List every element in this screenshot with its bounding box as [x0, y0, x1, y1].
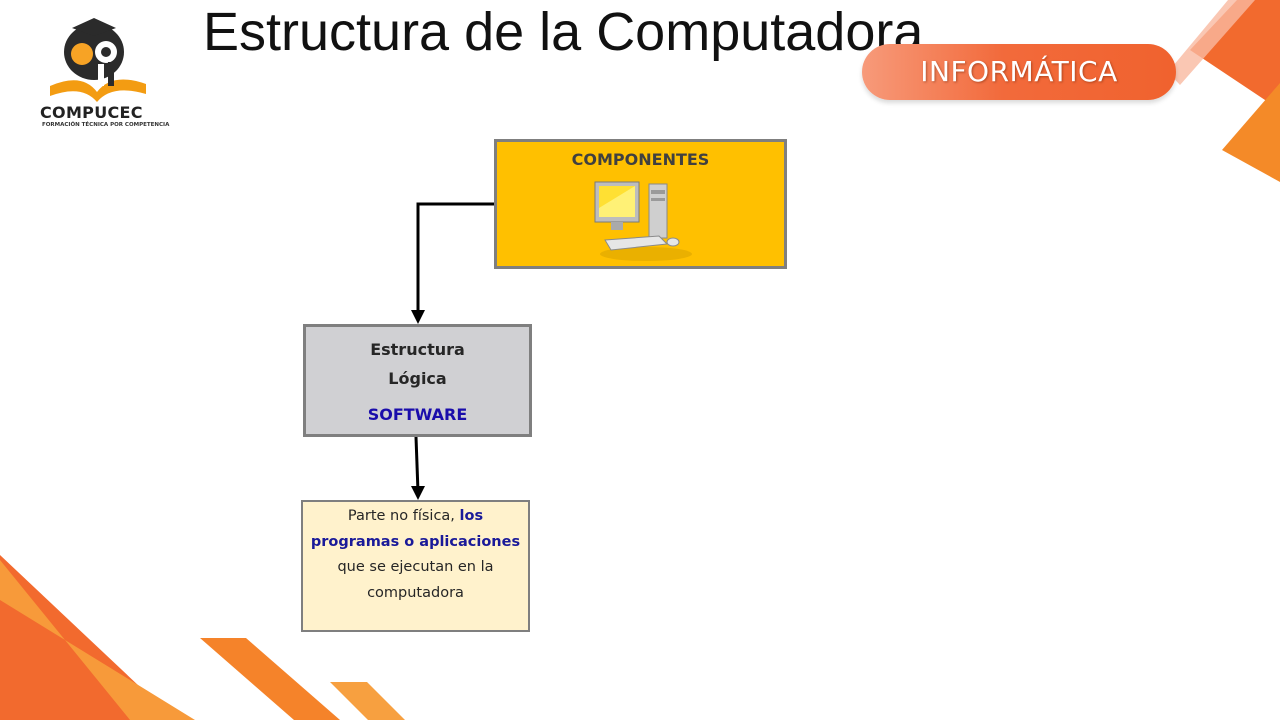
- bottom-left-shape: [0, 555, 175, 720]
- description-text: Parte no física, los programas o aplicac…: [303, 504, 528, 606]
- connector-arrowhead-2: [411, 486, 425, 500]
- logo-name: COMPUCEC: [40, 103, 143, 122]
- subject-badge-label: INFORMÁTICA: [920, 55, 1118, 88]
- components-box: COMPONENTES: [494, 139, 787, 269]
- connector-arrow-2: [414, 436, 420, 493]
- page-title: Estructura de la Computadora: [203, 2, 924, 62]
- components-label: COMPONENTES: [571, 150, 710, 169]
- description-part3: que se ejecutan en la computadora: [337, 559, 494, 601]
- software-label: SOFTWARE: [367, 405, 468, 424]
- compucec-logo-icon: [50, 18, 146, 102]
- software-description-box: Parte no física, los programas o aplicac…: [301, 500, 530, 632]
- bottom-left-stripe-2: [330, 682, 405, 720]
- logical-structure-line2: Lógica: [388, 369, 447, 388]
- description-highlight: los programas o aplicaciones: [310, 508, 521, 550]
- top-right-stripe-2: [1222, 83, 1280, 182]
- description-part1: Parte no física,: [347, 508, 455, 524]
- subject-badge: [862, 44, 1176, 100]
- top-right-stripe-3: [1168, 0, 1255, 85]
- logical-structure-line1: Estructura: [370, 340, 465, 359]
- desktop-computer-icon: [594, 181, 692, 261]
- bottom-left-stripe: [200, 638, 340, 720]
- logo-tagline: FORMACIÓN TÉCNICA POR COMPETENCIA: [42, 122, 170, 128]
- connector-arrowhead-1: [411, 310, 425, 324]
- connector-arrow-1: [416, 202, 494, 316]
- logical-structure-box: Estructura Lógica SOFTWARE: [303, 324, 532, 437]
